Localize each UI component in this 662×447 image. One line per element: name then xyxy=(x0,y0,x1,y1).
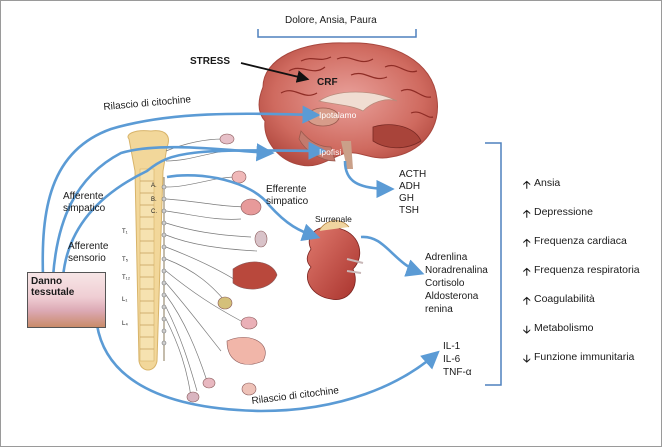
spinal-cord xyxy=(128,131,168,370)
crf-label: CRF xyxy=(317,77,338,89)
emotion-label: Dolore, Ansia, Paura xyxy=(285,15,377,27)
pituitary-label: Ipofisi xyxy=(319,148,341,158)
adrenal-to-hormones-arrow xyxy=(361,237,421,273)
spine-mark: C. xyxy=(151,209,157,216)
kidney-illustration xyxy=(307,221,363,300)
effect-item: 🡡Frequenza respiratoria xyxy=(523,264,640,293)
spine-mark: A. xyxy=(151,183,157,190)
spine-mark: L₁ xyxy=(122,297,127,304)
spine-mark: T₁₂ xyxy=(122,275,130,282)
stress-label: STRESS xyxy=(190,56,230,68)
spine-mark: T₅ xyxy=(122,257,128,264)
effect-item: 🡣Metabolismo xyxy=(523,322,640,351)
effect-item: 🡡Coagulabilità xyxy=(523,293,640,322)
hypothalamus-label: Ipotalamo xyxy=(319,111,356,121)
effect-item: 🡡Ansia xyxy=(523,177,640,206)
spine-mark: T₁ xyxy=(122,229,128,236)
arrow-down-icon: 🡣 xyxy=(523,322,534,340)
effect-item: 🡡Frequenza cardiaca xyxy=(523,235,640,264)
spine-mark: B. xyxy=(151,197,157,204)
effects-list: 🡡Ansia 🡡Depressione 🡡Frequenza cardiaca … xyxy=(523,177,640,380)
arrow-up-icon: 🡡 xyxy=(523,293,534,311)
tissue-damage-label: Danno tessutale xyxy=(31,276,101,298)
adrenal-label: Surrenale xyxy=(315,215,352,225)
arrow-up-icon: 🡡 xyxy=(523,235,534,253)
effect-item: 🡡Depressione xyxy=(523,206,640,235)
arrow-down-icon: 🡣 xyxy=(523,351,534,369)
effect-item: 🡣Funzione immunitaria xyxy=(523,351,640,380)
arrow-up-icon: 🡡 xyxy=(523,206,534,224)
arrow-up-icon: 🡡 xyxy=(523,264,534,282)
spine-mark: L₄ xyxy=(122,321,128,328)
top-bracket xyxy=(258,29,416,37)
tissue-damage-box: Danno tessutale xyxy=(27,272,106,328)
arrow-up-icon: 🡡 xyxy=(523,177,534,195)
